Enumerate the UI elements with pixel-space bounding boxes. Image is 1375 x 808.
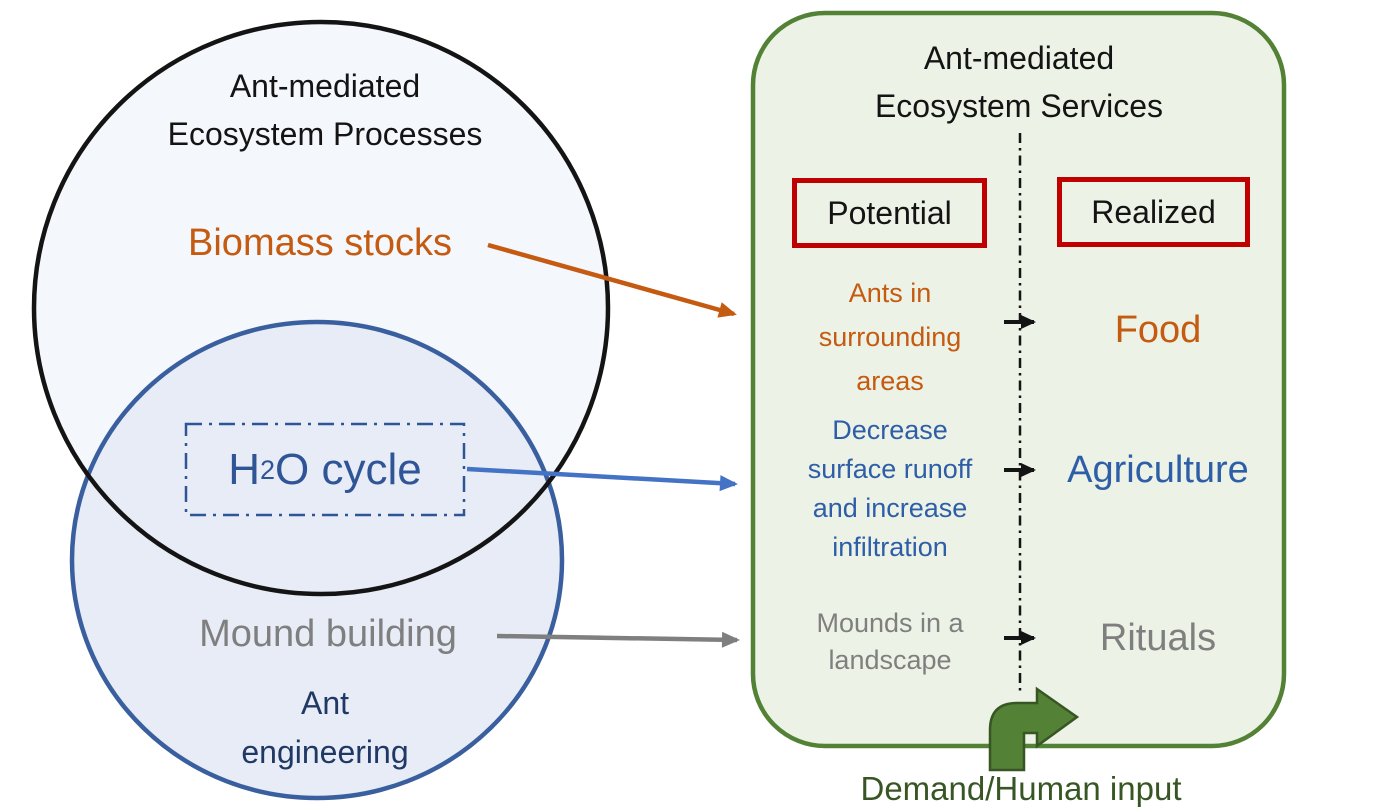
engineering-circle-title: Ant engineering [241,685,409,770]
potential-box: Potential [792,178,987,248]
potential-item-food: Ants in surrounding areas [818,278,962,396]
potential-label: Potential [827,194,952,231]
realized-label: Realized [1091,193,1216,230]
engineering-circle [69,319,565,801]
h2o-post: O cycle [275,445,422,494]
demand-bent-arrow-icon [988,686,1080,772]
biomass-arrow [487,242,737,318]
realized-item-agriculture: Agriculture [1067,449,1249,491]
mound-building-label: Mound building [199,613,457,655]
mound-arrow [496,631,740,648]
realized-item-food: Food [1114,309,1202,351]
biomass-stocks-label: Biomass stocks [188,222,452,264]
processes-circle-outline [31,19,611,597]
realized-item-rituals: Rituals [1099,617,1217,659]
processes-circle-title: Ant-mediated Ecosystem Processes [167,68,483,152]
potential-item-rituals: Mounds in a landscape [816,608,964,675]
potential-item-agriculture: Decrease surface runoff and increase inf… [807,415,973,562]
h2o-arrow [466,466,738,492]
h2o-dashed-box [184,422,466,517]
realized-box: Realized [1057,177,1250,247]
services-panel-title: Ant-mediated Ecosystem Services [874,40,1164,124]
demand-human-input-label: Demand/Human input [860,770,1182,807]
h2o-pre: H [228,445,261,494]
